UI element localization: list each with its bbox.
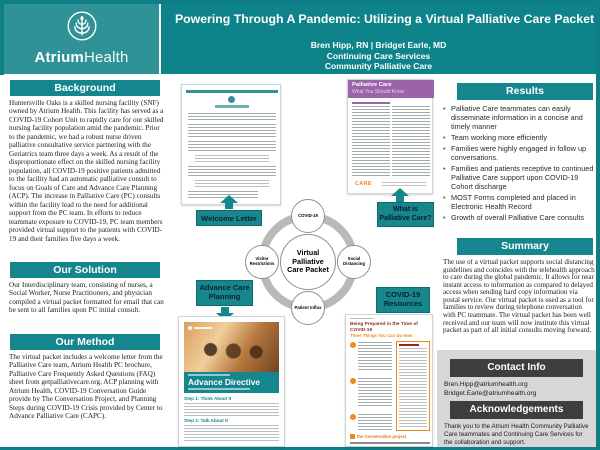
results-item: Families and patients receptive to conti…	[442, 164, 596, 191]
frame-right	[596, 0, 600, 450]
brand-name: AtriumHealth	[34, 49, 128, 66]
cycle-node-covid19: COVID-19	[291, 199, 325, 233]
being-prepared-thumbnail: Being Prepared in the Time of COVID-19 T…	[345, 314, 433, 447]
faq-subtitle: What You Should Know	[352, 88, 405, 95]
letter-text-lines	[188, 124, 276, 138]
advance-directive-title-band: Advance Directive	[184, 372, 279, 393]
letter-text-lines	[188, 141, 276, 152]
faq-accent-line	[352, 102, 390, 104]
section-header-results: Results	[457, 83, 593, 100]
faq-title: Palliative Care	[352, 82, 392, 88]
prep-step3-lines	[358, 414, 392, 430]
prep-step2-bullet	[350, 378, 356, 384]
band-kicker-line	[188, 374, 230, 376]
faq-text-col2	[392, 106, 430, 178]
advance-directive-photo	[184, 322, 279, 372]
letter-top-rule	[186, 90, 278, 93]
letter-bullet-lines	[195, 180, 269, 188]
header-title-block: Powering Through A Pandemic: Utilizing a…	[161, 4, 596, 74]
cycle-center-virtual-packet: Virtual Palliative Care Packet	[280, 234, 336, 290]
virtual-packet-cycle-diagram: COVID-19 Visitor Restrictions Social Dis…	[240, 194, 376, 330]
results-item: Palliative Care teammates can easily dis…	[442, 104, 596, 131]
prep-step2-lines	[358, 378, 392, 408]
advance-directive-step2: Step 2: Talk About It	[184, 418, 228, 423]
background-body: Huntersville Oaks is a skilled nursing f…	[9, 99, 164, 243]
section-header-solution: Our Solution	[10, 262, 160, 278]
faq-header: Palliative Care What You Should Know	[348, 80, 434, 98]
flow-label-welcome-letter: Welcome Letter	[196, 210, 262, 226]
palliative-faq-thumbnail: Palliative Care What You Should Know CAR…	[347, 79, 434, 194]
prep-title: Being Prepared in the Time of COVID-19	[350, 322, 418, 333]
advance-directive-thumbnail: Advance Directive Step 1: Think About It…	[178, 316, 285, 447]
section-header-contact: Contact Info	[450, 359, 583, 377]
poster-authors: Bren Hipp, RN | Bridget Earle, MD	[310, 40, 447, 50]
section-header-background: Background	[10, 80, 160, 96]
section-header-summary: Summary	[457, 238, 593, 255]
results-item: Growth of overall Palliative Care consul…	[442, 213, 596, 223]
prep-step3-bullet	[350, 414, 356, 420]
flow-label-advance-care-planning: Advance Care Planning	[196, 280, 253, 306]
prep-top-line	[350, 318, 374, 321]
flow-label-what-is-palliative-care: What is Palliative Care?	[377, 202, 434, 227]
cycle-node-visitor-restrictions: Visitor Restrictions	[245, 245, 279, 279]
results-list: Palliative Care teammates can easily dis…	[442, 104, 596, 225]
contact-email-2: Bridget.Earle@atriumhealth.org	[444, 390, 537, 397]
advance-directive-title: Advance Directive	[188, 377, 260, 387]
prep-step1-bullet	[350, 342, 356, 348]
prep-footer-rule	[350, 442, 430, 444]
conversation-project-logo-icon	[350, 434, 355, 439]
brand-name-light: Health	[83, 49, 129, 66]
brand-name-bold: Atrium	[34, 49, 84, 66]
flow-label-covid-resources: COVID-19 Resources	[376, 287, 430, 313]
method-body: The virtual packet includes a welcome le…	[9, 353, 163, 421]
section-header-acknowledgements: Acknowledgements	[450, 401, 583, 419]
prep-sidebar-lines	[399, 348, 427, 428]
letter-text-lines	[188, 113, 276, 121]
poster-title: Powering Through A Pandemic: Utilizing a…	[174, 12, 595, 26]
header-brand-block: AtriumHealth	[4, 4, 159, 74]
frame-bottom	[0, 447, 600, 450]
prep-sidebar-heading	[399, 344, 419, 346]
advance-directive-lines2	[184, 425, 279, 441]
poster-dept-line2: Community Palliative Care	[324, 61, 433, 71]
prep-subtitle: Three Things You Can Do Now	[350, 333, 413, 338]
contact-email-1: Bren.Hipp@atriumhealth.org	[444, 381, 528, 388]
frame-left	[0, 0, 4, 75]
letter-logo-wordmark	[215, 105, 249, 108]
summary-body: The use of a virtual packet supports soc…	[443, 259, 595, 335]
prep-sidebar	[396, 341, 430, 431]
faq-footer-logo: CARE	[355, 181, 372, 187]
acknowledgements-body: Thank you to the Atrium Health Community…	[444, 423, 589, 447]
results-item: MOST Forms completed and placed in Elect…	[442, 193, 596, 212]
letter-bullet-lines	[195, 155, 269, 163]
band-tagline-line	[188, 388, 250, 390]
welcome-letter-thumbnail	[181, 84, 281, 205]
cycle-node-social-distancing: Social Distancing	[337, 245, 371, 279]
results-item: Team working more efficiently	[442, 133, 596, 143]
photo-logo-wordmark	[194, 327, 212, 329]
letter-text-lines	[188, 166, 276, 177]
advance-directive-lines1	[184, 403, 279, 416]
section-header-method: Our Method	[10, 334, 160, 350]
faq-text-col1	[352, 106, 390, 178]
cycle-node-patient-influx: Patient Influx	[291, 291, 325, 325]
faq-footer-lines	[382, 182, 426, 188]
poster-dept-line1: Continuing Care Services	[326, 51, 431, 61]
prep-step1-lines	[358, 342, 392, 372]
frame-top	[0, 0, 600, 4]
results-item: Families were highly engaged in follow u…	[442, 144, 596, 163]
arrow-up-what-is	[391, 188, 409, 202]
solution-body: Our Interdisciplinary team, consisting o…	[9, 281, 164, 315]
conversation-project-logo-text: the Conversation project	[357, 434, 407, 439]
advance-directive-step1: Step 1: Think About It	[184, 396, 232, 401]
arrow-up-welcome	[220, 195, 238, 209]
letter-logo-icon	[228, 96, 235, 103]
photo-logo-icon	[188, 326, 192, 330]
atrium-logo-icon	[66, 10, 98, 47]
